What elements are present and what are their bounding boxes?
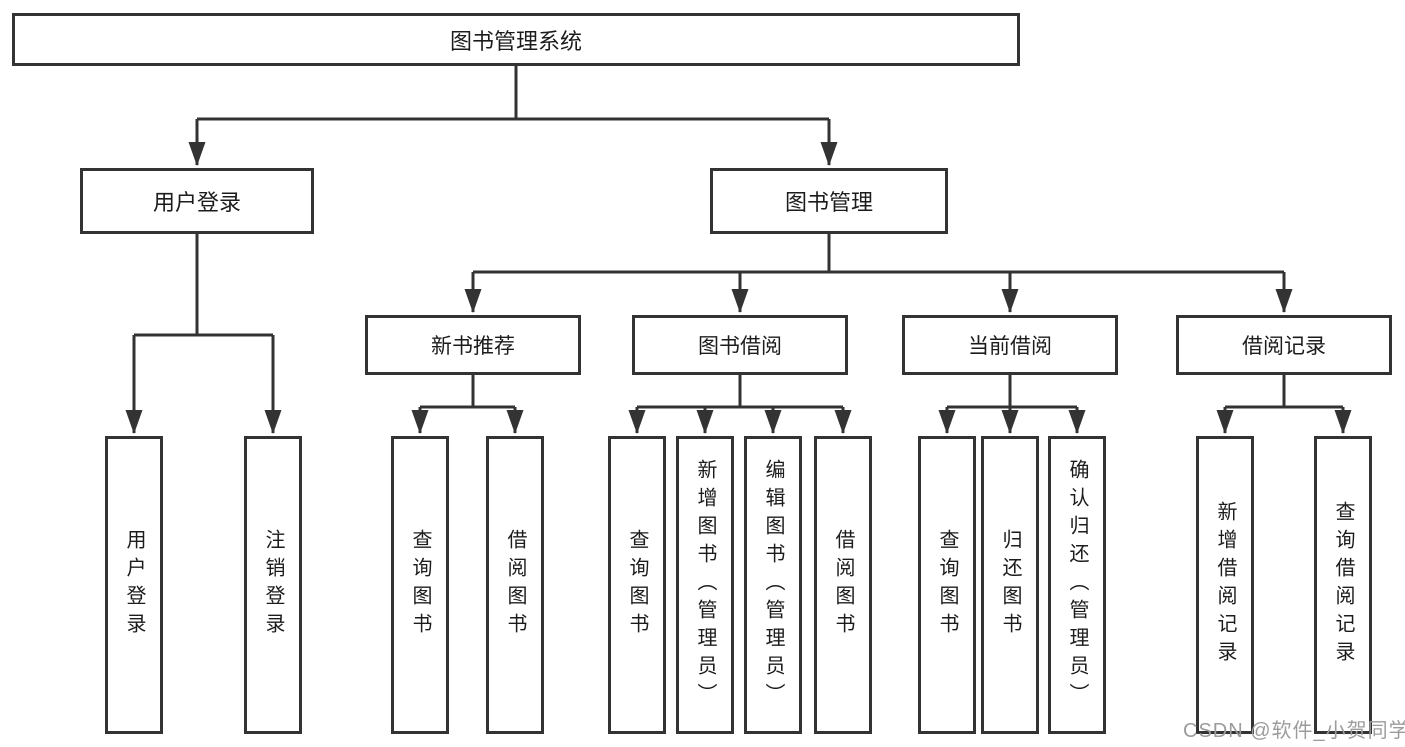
csdn-watermark: CSDN @软件_小贺同学 bbox=[1183, 720, 1405, 742]
leaf-user-login: 用户登录 bbox=[105, 436, 163, 734]
leaf-borrow-books: 借阅图书 bbox=[814, 436, 872, 734]
leaf-borrow-books-recommend: 借阅图书 bbox=[486, 436, 544, 734]
node-user-login: 用户登录 bbox=[80, 168, 314, 234]
leaf-logout: 注销登录 bbox=[244, 436, 302, 734]
leaf-confirm-return-admin: 确认归还（管理员） bbox=[1048, 436, 1106, 734]
leaf-query-books-current: 查询图书 bbox=[918, 436, 976, 734]
leaf-add-book-admin: 新增图书（管理员） bbox=[676, 436, 734, 734]
leaf-query-books-borrow: 查询图书 bbox=[608, 436, 666, 734]
leaf-return-book: 归还图书 bbox=[981, 436, 1039, 734]
node-new-book-recommend: 新书推荐 bbox=[365, 315, 581, 375]
node-library-management-system: 图书管理系统 bbox=[12, 13, 1020, 66]
leaf-query-books-recommend: 查询图书 bbox=[391, 436, 449, 734]
leaf-edit-book-admin: 编辑图书（管理员） bbox=[744, 436, 802, 734]
node-book-management: 图书管理 bbox=[710, 168, 948, 234]
node-borrow-record: 借阅记录 bbox=[1176, 315, 1392, 375]
leaf-query-borrow-record: 查询借阅记录 bbox=[1314, 436, 1372, 734]
leaf-add-borrow-record: 新增借阅记录 bbox=[1196, 436, 1254, 734]
node-current-borrow: 当前借阅 bbox=[902, 315, 1118, 375]
node-book-borrow: 图书借阅 bbox=[632, 315, 848, 375]
